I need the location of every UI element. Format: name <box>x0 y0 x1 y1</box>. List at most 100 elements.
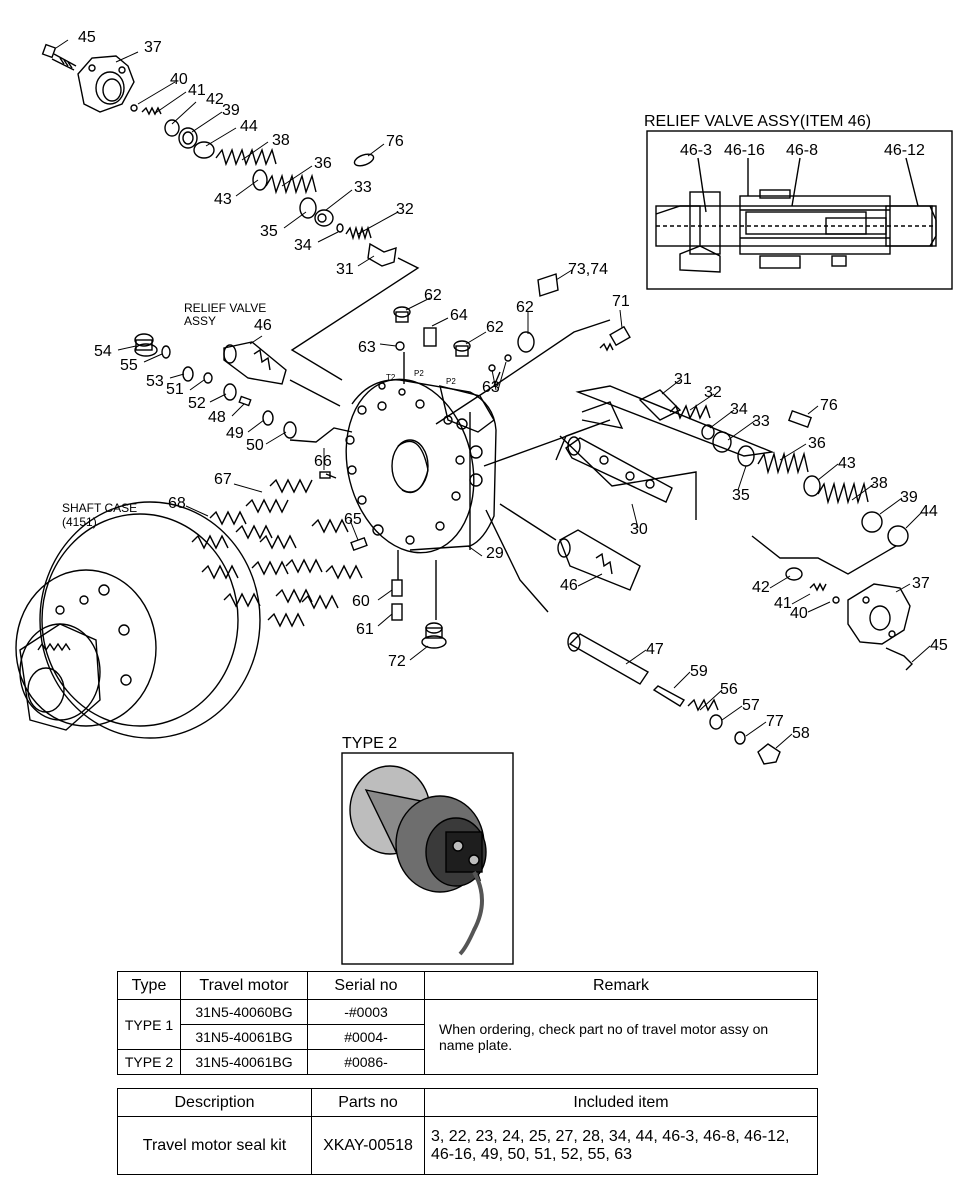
callout-45b: 45 <box>930 637 948 654</box>
type2-cell: TYPE 2 <box>117 1049 181 1075</box>
callout-77: 77 <box>766 713 784 730</box>
callout-46b: 46 <box>560 577 578 594</box>
hdr-serial: Serial no <box>307 971 425 1000</box>
callout-71: 71 <box>612 293 630 310</box>
row1-motor: 31N5-40060BG <box>180 999 308 1025</box>
inset-callout-46-3: 46-3 <box>680 142 712 159</box>
callout-40a: 40 <box>170 71 188 88</box>
row2-serial: #0004- <box>307 1024 425 1050</box>
callout-39b: 39 <box>900 489 918 506</box>
callout-50: 50 <box>246 437 264 454</box>
callout-47: 47 <box>646 641 664 658</box>
callout-60: 60 <box>352 593 370 610</box>
callout-33a: 33 <box>354 179 372 196</box>
relief-valve-inset-box <box>646 130 953 290</box>
callout-55: 55 <box>120 357 138 374</box>
inset-callout-46-12: 46-12 <box>884 142 925 159</box>
callout-39a: 39 <box>222 102 240 119</box>
callout-62c: 62 <box>516 299 534 316</box>
hdr-parts-no: Parts no <box>311 1088 425 1117</box>
callout-31b: 31 <box>674 371 692 388</box>
callout-72: 72 <box>388 653 406 670</box>
hdr-travel-motor: Travel motor <box>180 971 308 1000</box>
callout-36b: 36 <box>808 435 826 452</box>
shaft-case-label-1: SHAFT CASE <box>62 501 137 515</box>
relief-inset-title: RELIEF VALVE ASSY(ITEM 46) <box>644 113 871 130</box>
callout-61: 61 <box>356 621 374 638</box>
type-table: Type Travel motor Serial no Remark TYPE … <box>117 971 818 1075</box>
flange-37-upper <box>77 55 135 113</box>
relief-valve-label-2: ASSY <box>184 314 216 328</box>
callout-42a: 42 <box>206 91 224 108</box>
callout-38a: 38 <box>272 132 290 149</box>
plug-72 <box>421 560 447 649</box>
callout-63a: 63 <box>358 339 376 356</box>
row3-motor: 31N5-40061BG <box>180 1049 308 1075</box>
row2-motor: 31N5-40061BG <box>180 1024 308 1050</box>
kit-included: 3, 22, 23, 24, 25, 27, 28, 34, 44, 46-3,… <box>424 1116 818 1175</box>
callout-65: 65 <box>344 511 362 528</box>
callout-35a: 35 <box>260 223 278 240</box>
exploded-parts-diagram: 45 37 40 41 42 39 44 38 43 36 35 33 34 3… <box>15 29 953 965</box>
callout-73-74: 73,74 <box>568 261 608 278</box>
hdr-description: Description <box>117 1088 312 1117</box>
plug-62-group <box>393 306 535 387</box>
callout-54: 54 <box>94 343 112 360</box>
callout-57: 57 <box>742 697 760 714</box>
relief-valve-section-drawing <box>655 189 937 273</box>
callout-41a: 41 <box>188 82 206 99</box>
callout-38b: 38 <box>870 475 888 492</box>
callout-45a: 45 <box>78 29 96 46</box>
relief-valve-46-left <box>223 341 341 407</box>
port-p2b: P2 <box>446 377 456 386</box>
kit-parts-no: XKAY-00518 <box>311 1116 425 1175</box>
callout-76a: 76 <box>386 133 404 150</box>
callout-76b: 76 <box>820 397 838 414</box>
springs-67-68 <box>191 478 363 628</box>
inset-leader-lines <box>697 157 919 213</box>
plug-54 <box>134 333 158 357</box>
type2-motor-illustration <box>349 765 487 956</box>
callout-44b: 44 <box>920 503 938 520</box>
shaft-case-label-2: (4151) <box>62 515 97 529</box>
spool-30 <box>565 436 673 503</box>
inset-callout-46-8: 46-8 <box>786 142 818 159</box>
callout-42b: 42 <box>752 579 770 596</box>
bolt-45-upper <box>41 43 77 71</box>
callout-51: 51 <box>166 381 184 398</box>
callout-64: 64 <box>450 307 468 324</box>
hdr-remark: Remark <box>424 971 818 1000</box>
callout-29: 29 <box>486 545 504 562</box>
callout-36a: 36 <box>314 155 332 172</box>
port-t2: T2 <box>386 373 396 382</box>
callout-46a: 46 <box>254 317 272 334</box>
diagram-labels: 45 37 40 41 42 39 44 38 43 36 35 33 34 3… <box>62 29 948 752</box>
callout-59: 59 <box>690 663 708 680</box>
shaft-case <box>15 501 261 739</box>
callout-62a: 62 <box>424 287 442 304</box>
hdr-included: Included item <box>424 1088 818 1117</box>
inset-callout-46-16: 46-16 <box>724 142 765 159</box>
relief-valve-label-1: RELIEF VALVE <box>184 301 266 315</box>
spring-assembly-upper <box>130 104 397 267</box>
kit-description: Travel motor seal kit <box>117 1116 312 1175</box>
callout-37b: 37 <box>912 575 930 592</box>
row1-serial: -#0003 <box>307 999 425 1025</box>
type2-photo-box <box>341 752 514 965</box>
callout-30: 30 <box>630 521 648 538</box>
spool-47-and-parts <box>485 509 781 765</box>
callout-67: 67 <box>214 471 232 488</box>
leader-lines <box>55 39 931 749</box>
spool-parts-right-upper <box>581 389 909 575</box>
flange-37-right <box>785 567 913 671</box>
callout-31a: 31 <box>336 261 354 278</box>
callout-48: 48 <box>208 409 226 426</box>
type1-cell: TYPE 1 <box>117 999 181 1050</box>
callout-37a: 37 <box>144 39 162 56</box>
callout-43b: 43 <box>838 455 856 472</box>
port-p2a: P2 <box>414 369 424 378</box>
callout-62b: 62 <box>486 319 504 336</box>
callout-41b: 41 <box>774 595 792 612</box>
callout-58: 58 <box>792 725 810 742</box>
callout-53: 53 <box>146 373 164 390</box>
